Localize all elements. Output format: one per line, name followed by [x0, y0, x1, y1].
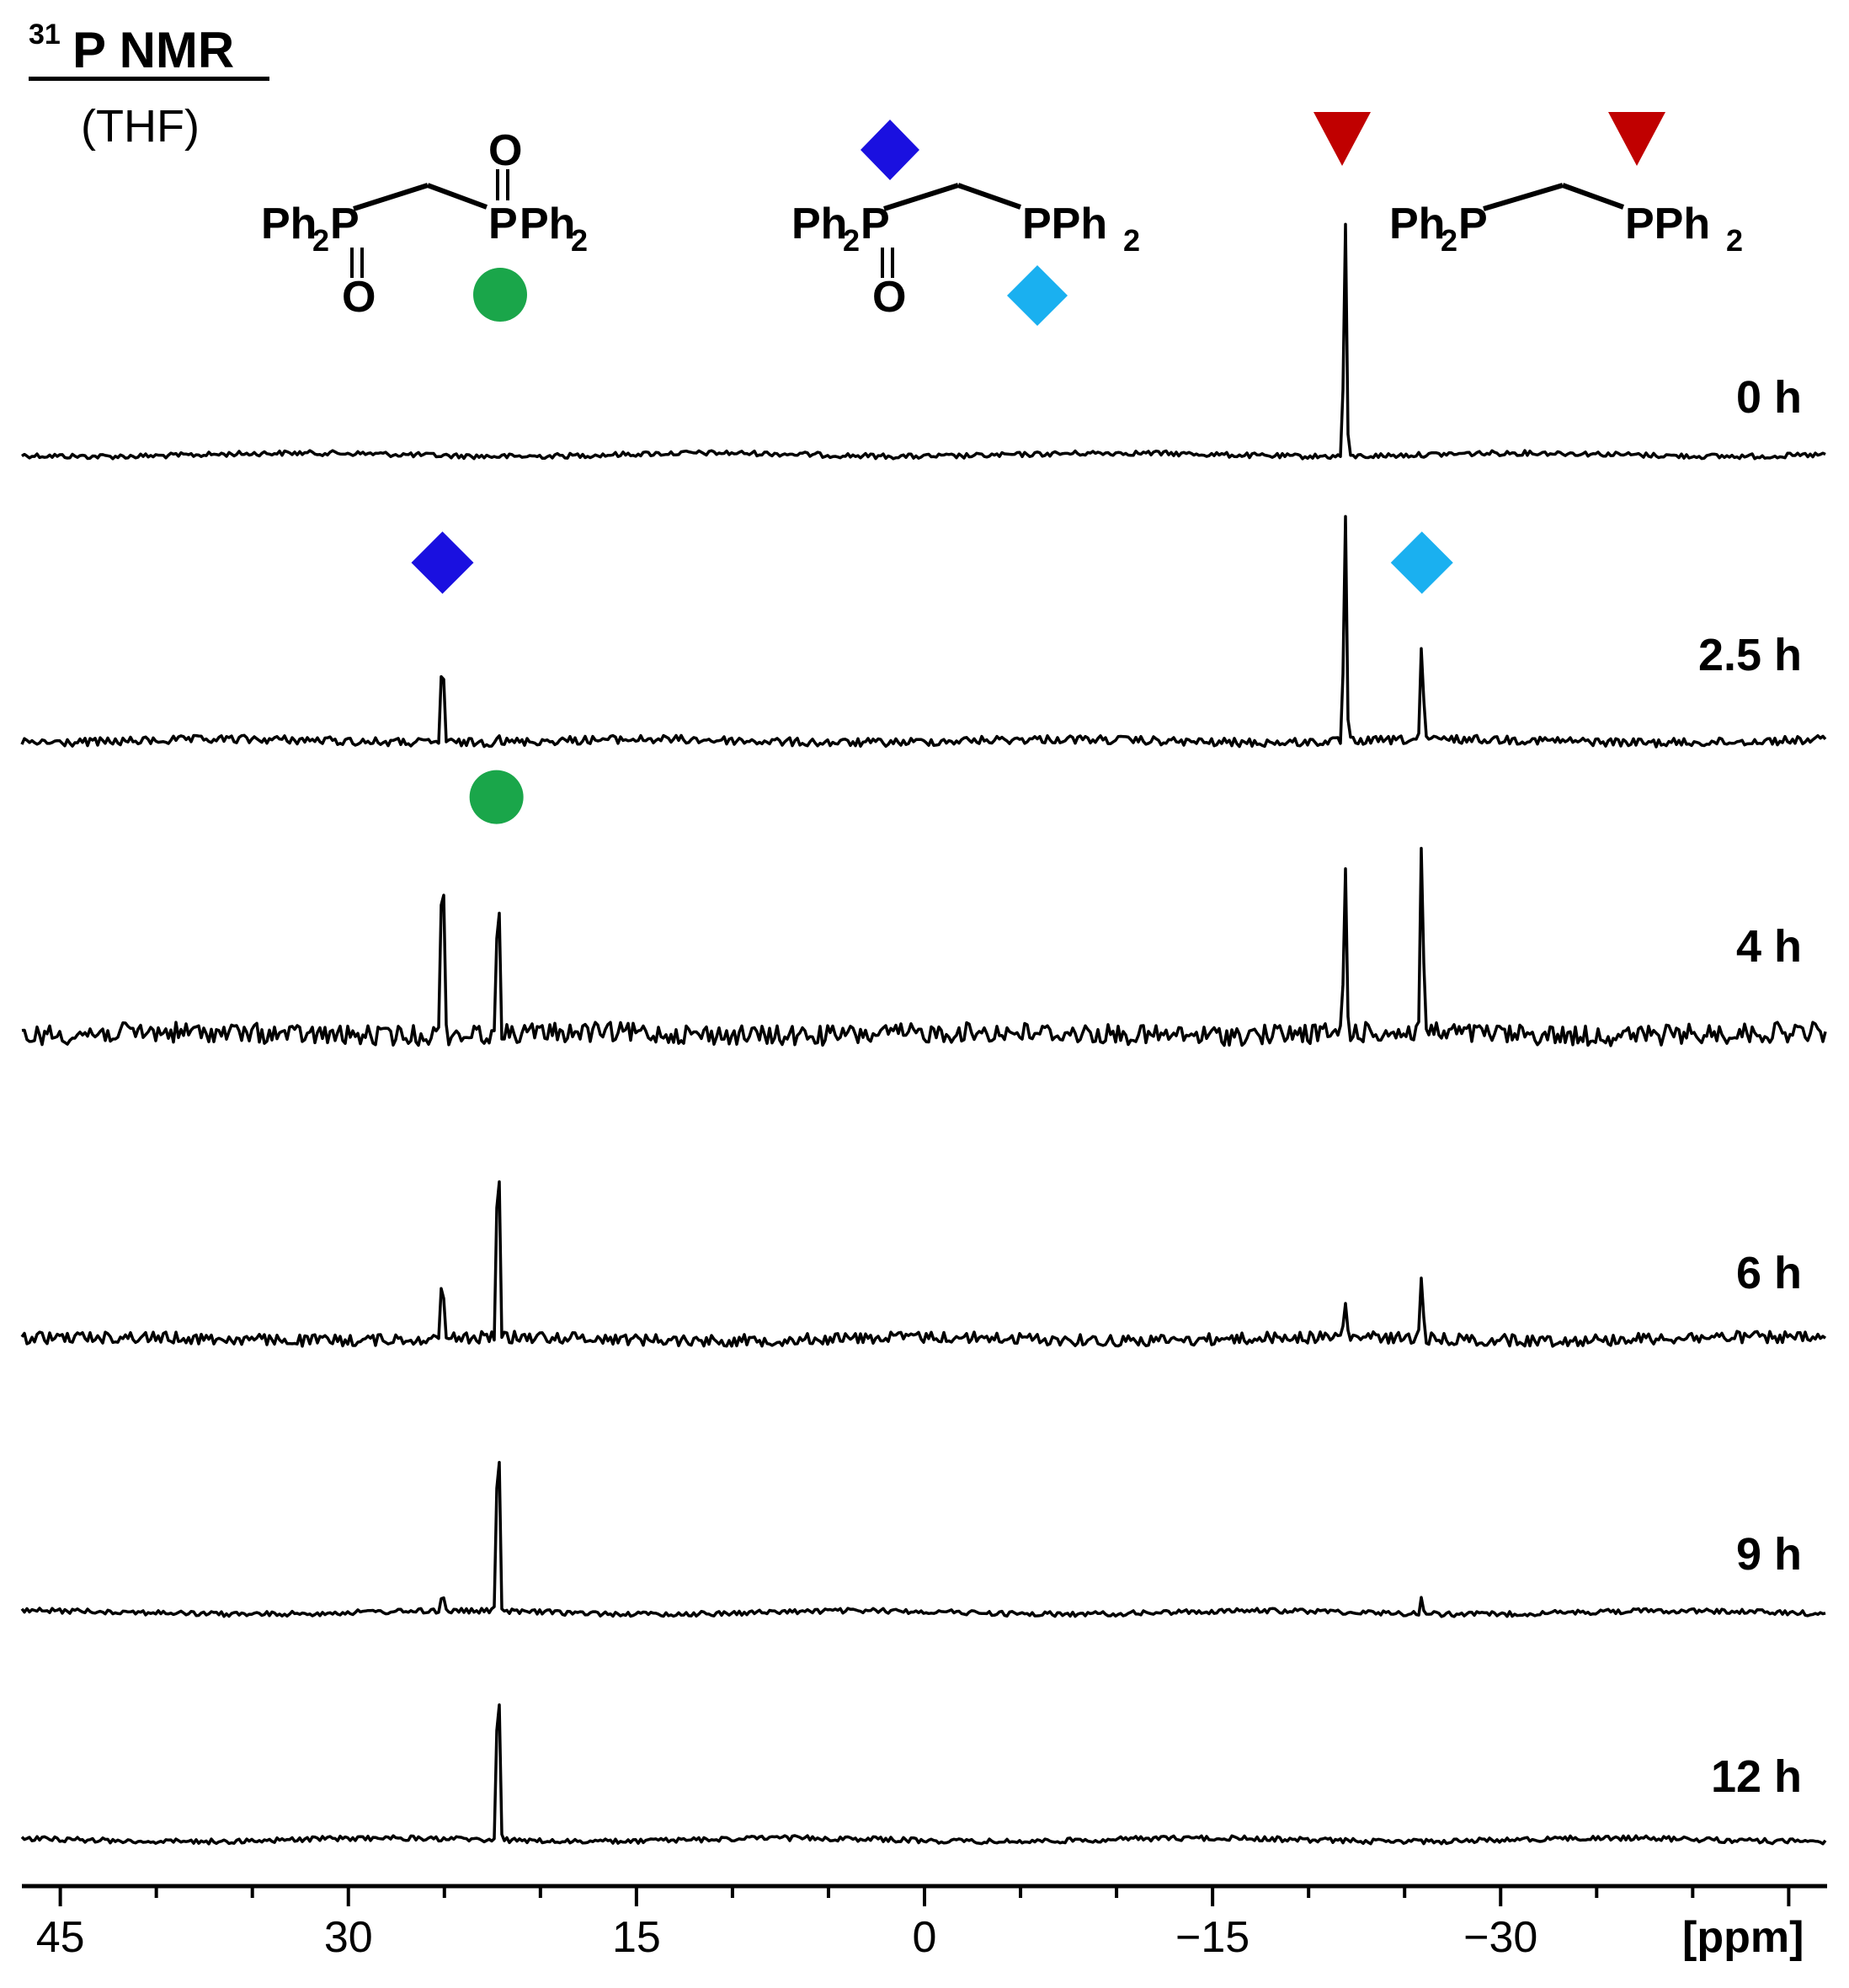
x-axis: 45 30 15 0 −15 −30 [ppm] [22, 1884, 1827, 1962]
peak-marker-diamond [1390, 531, 1453, 594]
title-superscript: 31 [29, 19, 61, 51]
x-tick-label: 0 [913, 1913, 937, 1962]
structure-dppm-dioxide: Ph 2 P P Ph 2 O O [261, 126, 588, 322]
spectrum-trace [20, 1703, 1827, 1846]
title-underline [29, 77, 269, 81]
x-tick-label: 15 [612, 1913, 661, 1962]
monoxide-left-sub: 2 [843, 223, 860, 258]
x-tick-label: −15 [1175, 1913, 1250, 1962]
dioxide-oxygen-top: O [488, 126, 522, 175]
dppm-red-triangle-marker-left [1313, 112, 1371, 166]
dppm-right-pph: PPh [1625, 200, 1710, 248]
trace-time-label: 0 h [1736, 372, 1802, 423]
trace-time-label: 4 h [1736, 921, 1802, 972]
dioxide-oxygen-bottom: O [342, 273, 376, 322]
solvent-label: (THF) [81, 101, 200, 152]
dioxide-bond-right [426, 183, 488, 210]
monoxide-cyan-diamond-marker [1007, 265, 1068, 326]
monoxide-right-sub: 2 [1123, 223, 1140, 258]
dioxide-left-ph: Ph [261, 200, 317, 248]
monoxide-bond-left [883, 183, 959, 211]
dioxide-bond-left [353, 183, 429, 211]
dioxide-right-sub: 2 [571, 223, 588, 258]
dppm-bond-right [1561, 183, 1625, 210]
trace-time-label: 9 h [1736, 1529, 1802, 1580]
x-tick-label: 30 [324, 1913, 373, 1962]
trace-labels: 0 h 2.5 h 4 h 6 h 9 h 12 h [1698, 372, 1802, 1802]
chart-title: 31 P NMR (THF) [29, 19, 269, 152]
spectrum-trace [20, 514, 1827, 749]
dppm-left-sub: 2 [1441, 223, 1457, 258]
dppm-right-sub: 2 [1726, 223, 1743, 258]
x-axis-ticks: 45 30 15 0 −15 −30 [36, 1886, 1791, 1962]
x-tick-label: 45 [36, 1913, 85, 1962]
trace-time-label: 12 h [1711, 1751, 1802, 1802]
dppm-bond-left [1483, 183, 1564, 211]
structure-dppm-monoxide: Ph 2 P PPh 2 O [791, 120, 1140, 326]
x-tick-label: −30 [1463, 1913, 1537, 1962]
spectrum-trace [21, 222, 1826, 461]
title-main: P NMR [72, 22, 234, 78]
dioxide-left-sub: 2 [312, 223, 329, 258]
dppm-left-p: P [1458, 200, 1488, 248]
dppm-red-triangle-marker-right [1608, 112, 1665, 166]
dppm-left-ph: Ph [1389, 200, 1445, 248]
x-axis-label: [ppm] [1682, 1913, 1804, 1962]
peak-marker-circle [469, 770, 524, 824]
spectra-group [20, 222, 1827, 1846]
peak-marker-diamond [411, 531, 474, 594]
spectrum-trace [21, 846, 1827, 1047]
structure-dppm: Ph 2 P PPh 2 [1313, 112, 1743, 258]
trace-time-label: 2.5 h [1698, 630, 1802, 680]
peak-markers [411, 531, 1453, 824]
spectrum-trace [20, 1180, 1827, 1348]
monoxide-right-pph: PPh [1022, 200, 1107, 248]
monoxide-blue-diamond-marker [861, 120, 919, 180]
dioxide-right-p: P [488, 200, 518, 248]
monoxide-oxygen: O [872, 273, 906, 322]
monoxide-bond-right [957, 183, 1021, 210]
dioxide-right-ph: Ph [520, 200, 575, 248]
spectrum-trace [20, 1460, 1826, 1618]
trace-time-label: 6 h [1736, 1248, 1802, 1298]
monoxide-left-ph: Ph [791, 200, 847, 248]
dioxide-green-circle-marker [473, 268, 527, 322]
